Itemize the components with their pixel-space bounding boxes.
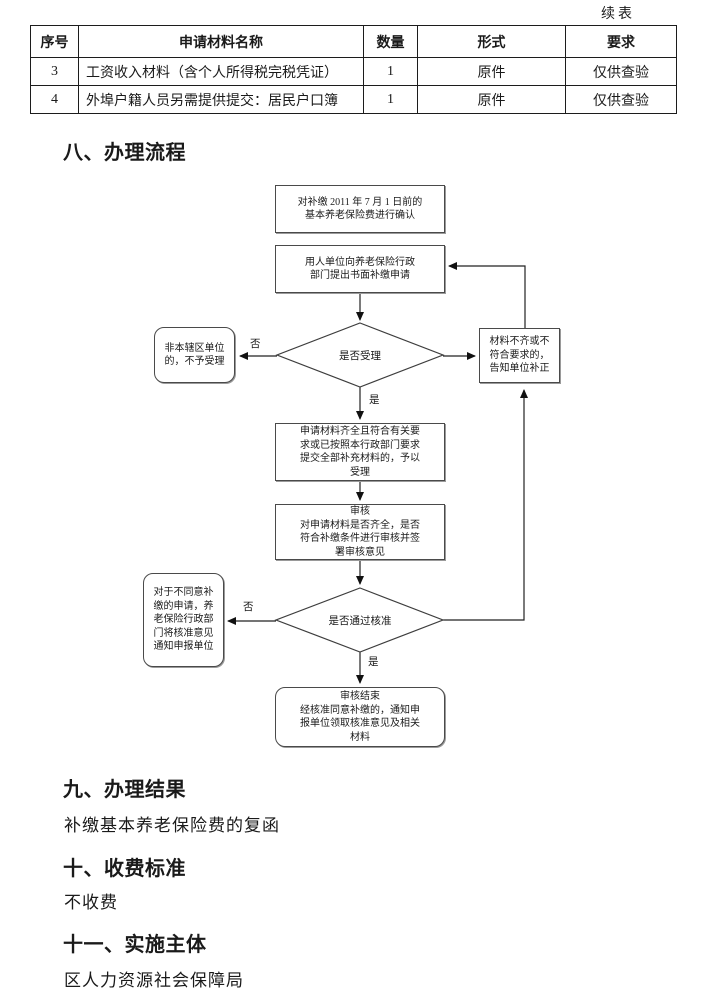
section-body-fee: 不收费 xyxy=(64,893,118,912)
col-header-form: 形式 xyxy=(417,25,566,58)
table-row: 4 外埠户籍人员另需提供提交：居民户口簿 1 原件 仅供查验 xyxy=(30,85,677,114)
decision-diamond-accept xyxy=(275,322,445,388)
decision-label-accept: 是否受理 xyxy=(339,351,381,362)
section-title-implementer: 十一、实施主体 xyxy=(63,934,207,956)
cell-qty: 1 xyxy=(363,57,418,86)
flow-box-review-end: 审核结束 经核准同意补缴的，通知申 报单位领取核准意见及相关 材料 xyxy=(275,687,445,747)
flow-box-confirm: 对补缴 2011 年 7 月 1 日前的 基本养老保险费进行确认 xyxy=(275,185,445,233)
decision-diamond-approve xyxy=(274,587,445,653)
col-header-no: 序号 xyxy=(30,25,79,58)
branch-label-no: 否 xyxy=(243,602,254,613)
flow-box-apply: 用人单位向养老保险行政 部门提出书面补缴申请 xyxy=(275,245,445,293)
flow-box-review: 审核 对申请材料是否齐全，是否 符合补缴条件进行审核并签 署审核意见 xyxy=(275,504,445,560)
col-header-qty: 数量 xyxy=(363,25,418,58)
flow-box-not-accepted: 非本辖区单位 的，不予受理 xyxy=(154,327,235,383)
section-body-implementer: 区人力资源社会保障局 xyxy=(64,971,244,990)
flow-box-supplement-materials: 材料不齐或不 符合要求的， 告知单位补正 xyxy=(479,328,560,383)
cell-name: 工资收入材料（含个人所得税完税凭证） xyxy=(78,57,364,86)
branch-label-yes: 是 xyxy=(368,657,379,668)
col-header-name: 申请材料名称 xyxy=(78,25,364,58)
decision-label-approve: 是否通过核准 xyxy=(328,616,392,627)
cell-req: 仅供查验 xyxy=(565,57,677,86)
flow-box-accept: 申请材料齐全且符合有关要 求或已按照本行政部门要求 提交全部补充材料的，予以 受… xyxy=(275,423,445,481)
section-title-fee: 十、收费标准 xyxy=(63,858,186,880)
continued-table-label: 续表 xyxy=(601,7,635,22)
section-body-result: 补缴基本养老保险费的复函 xyxy=(64,816,280,835)
table-row: 3 工资收入材料（含个人所得税完税凭证） 1 原件 仅供查验 xyxy=(30,57,677,86)
flow-box-notify-disapproval: 对于不同意补 缴的申请，养 老保险行政部 门将核准意见 通知申报单位 xyxy=(143,573,224,667)
table-header-row: 序号 申请材料名称 数量 形式 要求 xyxy=(30,25,677,58)
materials-table: 序号 申请材料名称 数量 形式 要求 3 工资收入材料（含个人所得税完税凭证） … xyxy=(30,25,677,114)
branch-label-yes: 是 xyxy=(369,395,380,406)
cell-form: 原件 xyxy=(417,85,566,114)
cell-req: 仅供查验 xyxy=(565,85,677,114)
branch-label-no: 否 xyxy=(250,339,261,350)
cell-name: 外埠户籍人员另需提供提交：居民户口簿 xyxy=(78,85,364,114)
section-title-result: 九、办理结果 xyxy=(63,779,186,801)
section-title-process-flow: 八、办理流程 xyxy=(63,142,186,164)
